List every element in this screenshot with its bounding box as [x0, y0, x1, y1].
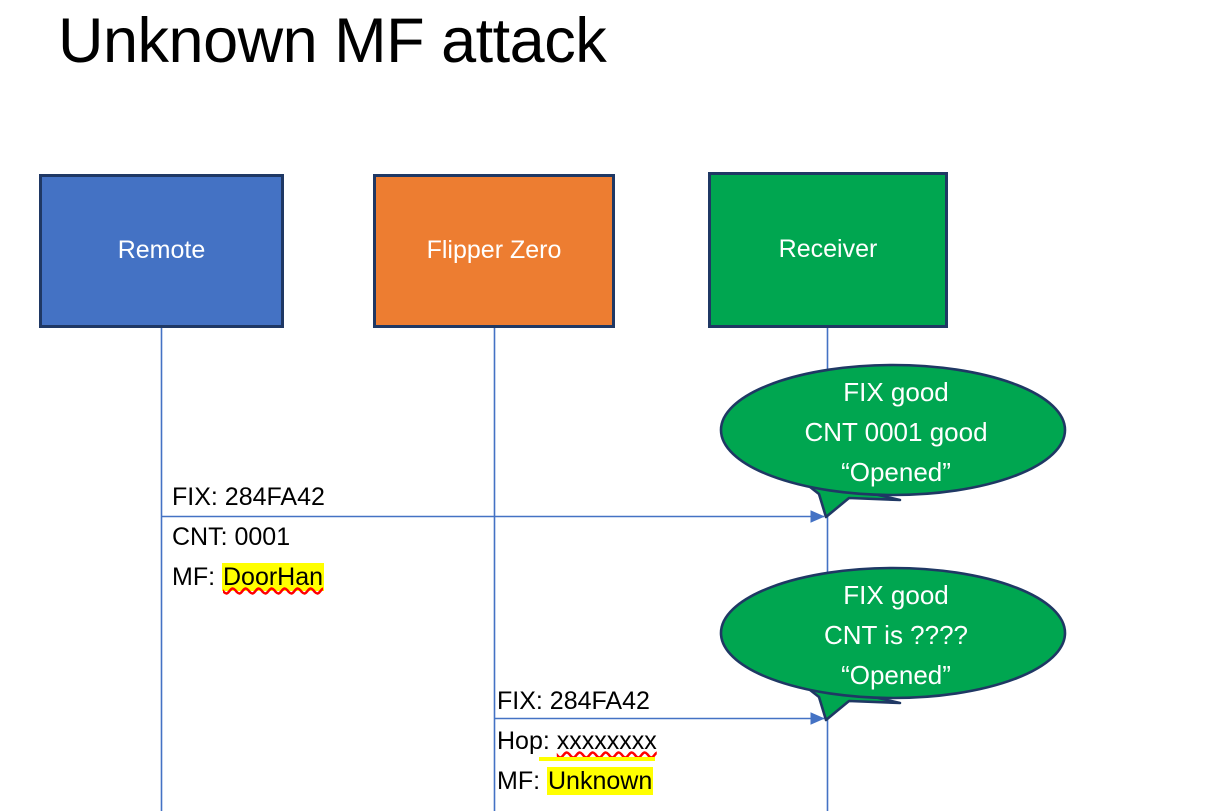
message-line-value: xxxxxxxx — [556, 727, 657, 755]
message-line: FIX: 284FA42 — [172, 477, 325, 517]
message-line-prefix: MF: — [497, 767, 547, 795]
bubble-ellipse — [719, 363, 1067, 497]
actor-box-remote[interactable]: Remote — [39, 174, 284, 328]
actor-box-receiver[interactable]: Receiver — [708, 172, 948, 328]
message-line-prefix: MF: — [172, 563, 222, 591]
actor-box-flipper[interactable]: Flipper Zero — [373, 174, 615, 328]
message-label-remote: FIX: 284FA42 CNT: 0001 MF: DoorHan — [172, 477, 325, 597]
message-line-prefix: CNT: — [172, 523, 235, 551]
actor-label-receiver: Receiver — [778, 235, 878, 264]
message-line-value: 284FA42 — [224, 483, 325, 511]
actor-label-flipper: Flipper Zero — [426, 236, 562, 265]
message-line-prefix: FIX: — [172, 483, 225, 511]
message-line: MF: Unknown — [497, 761, 655, 801]
speech-bubble-receiver-response-1[interactable]: FIX good CNT 0001 good “Opened” — [718, 358, 1074, 530]
actor-label-remote: Remote — [117, 236, 206, 265]
bubble-ellipse — [719, 566, 1067, 700]
message-line-value: 0001 — [234, 523, 291, 551]
page-title: Unknown MF attack — [58, 6, 607, 76]
message-line-value: 284FA42 — [549, 687, 650, 715]
message-line-value-highlighted: Unknown — [547, 767, 654, 795]
message-label-flipper: FIX: 284FA42 Hop: xxxxxxxx MF: Unknown — [497, 681, 657, 801]
message-line: CNT: 0001 — [172, 517, 325, 557]
message-line: FIX: 284FA42 — [497, 681, 655, 721]
message-line-value-highlighted: DoorHan — [222, 563, 325, 591]
message-line: MF: DoorHan — [172, 557, 325, 597]
message-line: Hop: xxxxxxxx — [497, 721, 657, 761]
message-line-prefix: Hop: — [497, 727, 557, 755]
highlight-strip — [538, 757, 655, 761]
message-line-prefix: FIX: — [497, 687, 550, 715]
speech-bubble-receiver-response-2[interactable]: FIX good CNT is ???? “Opened” — [718, 561, 1074, 733]
